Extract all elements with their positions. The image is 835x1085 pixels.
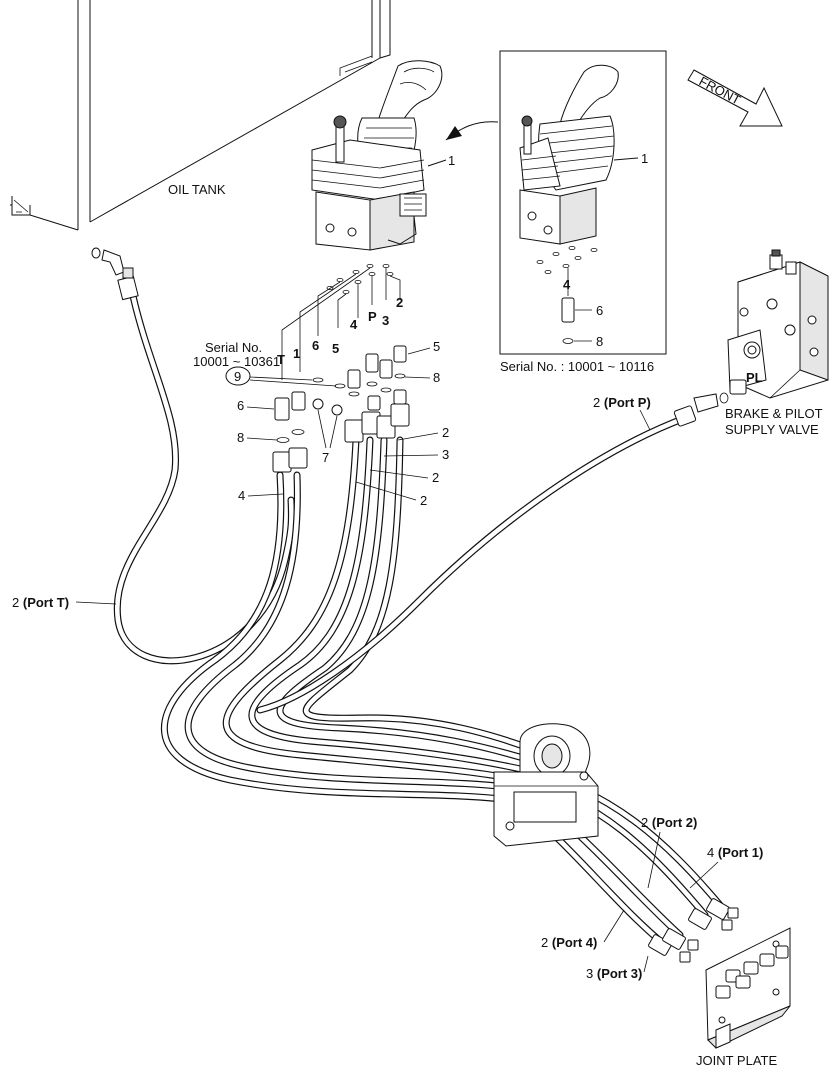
port-letter-3: 3 xyxy=(382,313,389,328)
callout-6-left: 6 xyxy=(237,398,244,413)
port-p-fitting xyxy=(673,392,729,427)
leader-8-right xyxy=(404,376,431,379)
oil-tank: OIL TANK xyxy=(10,0,391,231)
outlet-fittings xyxy=(272,345,410,473)
oil-tank-label: OIL TANK xyxy=(168,182,226,197)
leader-joystick-main xyxy=(427,159,447,167)
inset-box xyxy=(445,50,667,355)
front-label: FRONT xyxy=(697,73,744,107)
tank-elbow-fitting xyxy=(91,247,139,301)
port-letter-5: 5 xyxy=(332,341,339,356)
port-letters: T 1 6 5 4 P 3 2 xyxy=(277,295,403,367)
serial-left-line1: Serial No. xyxy=(205,340,262,355)
callout-inset-8: 8 xyxy=(596,334,603,349)
port-3-label: 3 (Port 3) xyxy=(586,966,642,981)
callout-5: 5 xyxy=(433,339,440,354)
port-letter-4: 4 xyxy=(350,317,358,332)
port-letter-2: 2 xyxy=(396,295,403,310)
port-leaders xyxy=(281,267,401,380)
port-2-label: 2 (Port 2) xyxy=(641,815,697,830)
callout-hose-2a: 2 xyxy=(442,425,449,440)
callout-9-circle xyxy=(225,366,251,386)
port-letter-p: P xyxy=(368,309,377,324)
brake-pilot-valve: PL xyxy=(727,249,829,399)
callout-hose-2b: 2 xyxy=(432,470,439,485)
port-1-label: 4 (Port 1) xyxy=(707,845,763,860)
port-pl-label: PL xyxy=(746,370,763,385)
port-letter-6: 6 xyxy=(312,338,319,353)
joint-plate xyxy=(648,898,791,1049)
brake-valve-line1: BRAKE & PILOT xyxy=(725,406,823,421)
front-arrow: FRONT xyxy=(687,69,783,127)
callout-4-left: 4 xyxy=(238,488,245,503)
hose-clamp xyxy=(493,723,599,847)
callout-inset-4: 4 xyxy=(563,277,571,292)
port-letter-t: T xyxy=(277,352,285,367)
joystick-orings xyxy=(326,263,394,294)
callout-8-right: 8 xyxy=(433,370,440,385)
serial-left-line2: 10001 ~ 10361 xyxy=(193,354,280,369)
serial-inset-label: Serial No. : 10001 ~ 10116 xyxy=(500,359,654,374)
joystick-main xyxy=(311,60,443,251)
port-t-label: 2 (Port T) xyxy=(12,595,69,610)
callout-7: 7 xyxy=(322,450,329,465)
callout-hose-2c: 2 xyxy=(420,493,427,508)
leader-5 xyxy=(407,347,431,355)
joint-plate-label: JOINT PLATE xyxy=(696,1053,777,1068)
callout-inset-6: 6 xyxy=(596,303,603,318)
port-letter-1: 1 xyxy=(293,346,300,361)
callout-joystick-main: 1 xyxy=(448,153,455,168)
callout-9: 9 xyxy=(234,369,241,384)
callout-hose-3: 3 xyxy=(442,447,449,462)
brake-valve-line2: SUPPLY VALVE xyxy=(725,422,819,437)
callout-joystick-inset: 1 xyxy=(641,151,648,166)
callout-8-left: 8 xyxy=(237,430,244,445)
port-4-label: 2 (Port 4) xyxy=(541,935,597,950)
hoses xyxy=(113,292,724,949)
port-p-label: 2 (Port P) xyxy=(593,395,651,410)
